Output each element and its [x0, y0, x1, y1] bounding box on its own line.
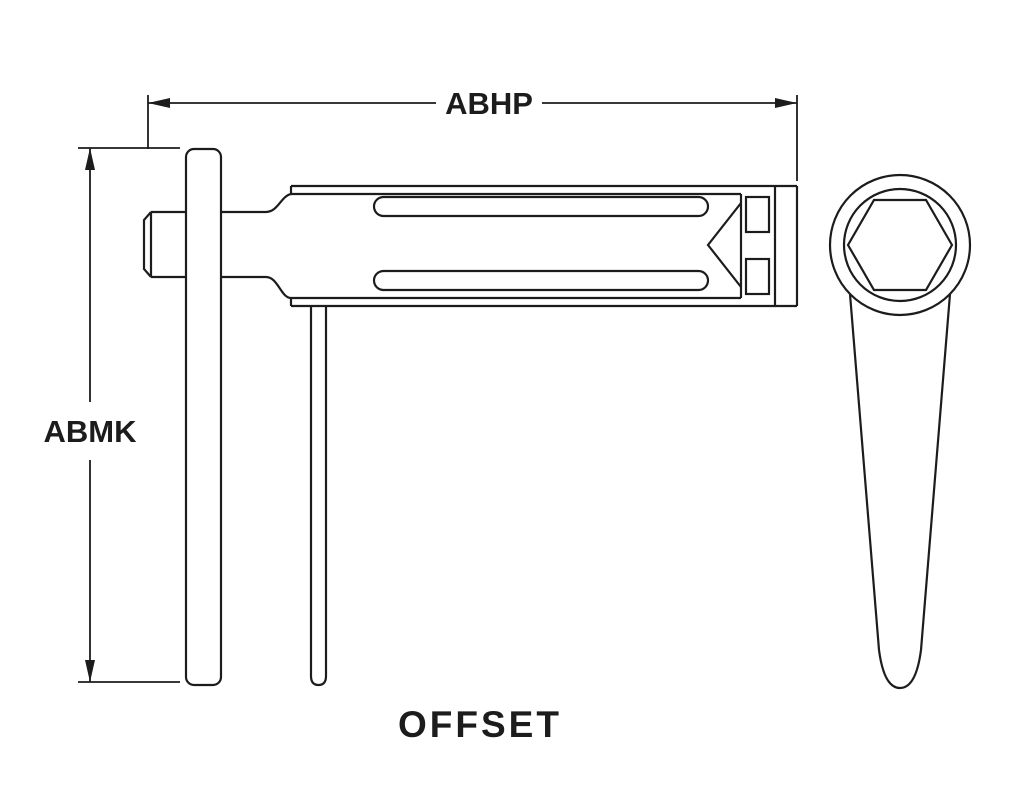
- abhp-arrow-right: [775, 98, 797, 108]
- handle-end-chamfer: [142, 211, 152, 278]
- turning-rod: [184, 147, 223, 687]
- dim-label-abmk: ABMK: [44, 414, 138, 449]
- dim-label-abhp: ABHP: [445, 86, 533, 121]
- lower-rod: [309, 307, 328, 687]
- head-outer-circle: [828, 173, 972, 317]
- end-view: [828, 173, 972, 690]
- upper-slot: [372, 195, 710, 218]
- head-inner-circle: [842, 187, 958, 303]
- handle-top-edge: [151, 192, 292, 214]
- dimension-abhp: ABHP: [147, 86, 798, 181]
- side-view: [142, 147, 799, 687]
- tapered-handle: [848, 293, 952, 690]
- socket-head: [706, 186, 799, 306]
- abmk-arrow-top: [85, 148, 95, 170]
- figure-title: OFFSET: [398, 704, 562, 745]
- lower-slot: [372, 269, 710, 292]
- hex-opening: [846, 198, 954, 292]
- handle-bottom-edge: [151, 275, 292, 300]
- head-cone-chamfer: [706, 202, 742, 288]
- head-wall-lower: [744, 257, 771, 296]
- handle-section: [142, 192, 292, 300]
- abhp-arrow-left: [148, 98, 170, 108]
- dimension-abmk: ABMK: [44, 147, 180, 683]
- abmk-arrow-bottom: [85, 660, 95, 682]
- head-wall-upper: [744, 195, 771, 234]
- body-section: [289, 184, 797, 308]
